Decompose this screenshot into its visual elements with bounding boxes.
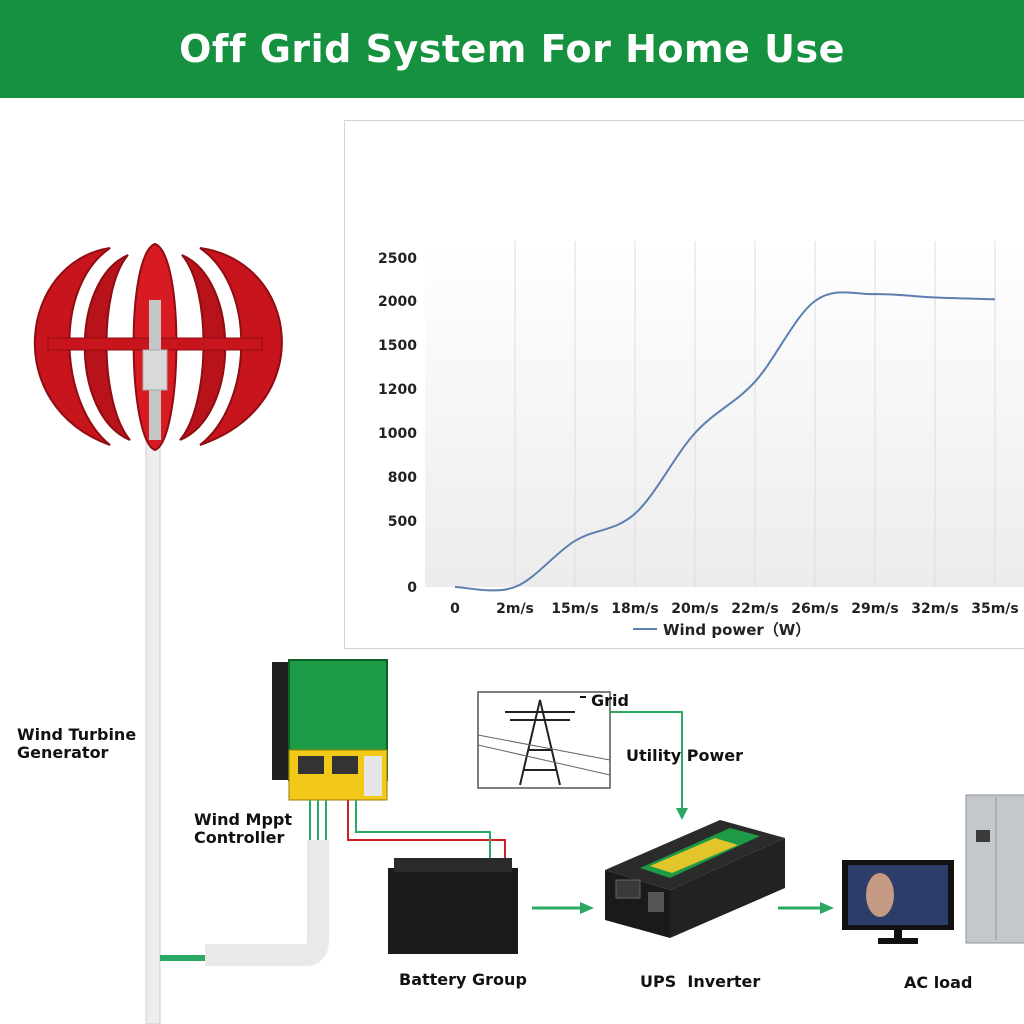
arrow-head-1	[580, 902, 594, 914]
arrow-head-2	[820, 902, 834, 914]
plot-area	[425, 241, 1024, 587]
x-tick-label: 26m/s	[791, 601, 839, 617]
wire-green	[355, 800, 491, 870]
mppt-controller-icon	[272, 659, 388, 801]
chart-svg: 0 500 800 1000 1200 1500 2000 2500 0 2m/s 15m/s 18…	[378, 241, 1024, 639]
legend-entry: Wind power（W）	[663, 621, 810, 639]
battery-icon	[388, 858, 518, 954]
y-tick-label: 0	[407, 580, 417, 596]
y-tick-label: 2000	[378, 294, 417, 310]
controller-label: Wind Mppt Controller	[194, 810, 293, 848]
x-tick-label: 32m/s	[911, 601, 959, 617]
ac-load-label: AC load	[904, 973, 973, 992]
turbine-pole	[145, 439, 161, 1024]
y-tick-label: 800	[388, 470, 417, 486]
fridge-icon	[965, 794, 1024, 944]
utility-power-label: Utility Power	[626, 746, 743, 765]
y-tick-label: 1000	[378, 426, 417, 442]
x-tick-label: 2m/s	[496, 601, 534, 617]
power-tower-icon	[477, 691, 611, 789]
y-tick-label: 1500	[378, 338, 417, 354]
y-tick-label: 500	[388, 514, 417, 530]
power-curve-chart: 0 500 800 1000 1200 1500 2000 2500 0 2m/s 15m/s 18…	[344, 120, 1024, 649]
inverter-label: UPS Inverter	[640, 972, 761, 991]
x-tick-label: 35m/s	[971, 601, 1019, 617]
wind-turbine-icon	[33, 242, 283, 452]
x-tick-label: 15m/s	[551, 601, 599, 617]
grid-label: Grid	[591, 691, 629, 710]
x-tick-label: 22m/s	[731, 601, 779, 617]
x-tick-label: 20m/s	[671, 601, 719, 617]
wire-red	[347, 800, 506, 870]
y-tick-label: 1200	[378, 382, 417, 398]
grid-arrow-head	[676, 808, 688, 820]
ups-inverter-icon	[605, 820, 785, 938]
x-tick-label: 29m/s	[851, 601, 899, 617]
x-tick-label: 18m/s	[611, 601, 659, 617]
tv-icon	[842, 860, 954, 944]
x-tick-label: 0	[450, 601, 460, 617]
turbine-wires	[160, 800, 329, 966]
y-tick-label: 2500	[378, 251, 417, 267]
grid-line	[610, 711, 683, 812]
battery-label: Battery Group	[399, 970, 527, 989]
turbine-label: Wind Turbine Generator	[17, 725, 137, 763]
page-title: Off Grid System For Home Use	[179, 27, 845, 71]
title-banner: Off Grid System For Home Use	[0, 0, 1024, 98]
series-line-wind-power	[454, 291, 996, 592]
